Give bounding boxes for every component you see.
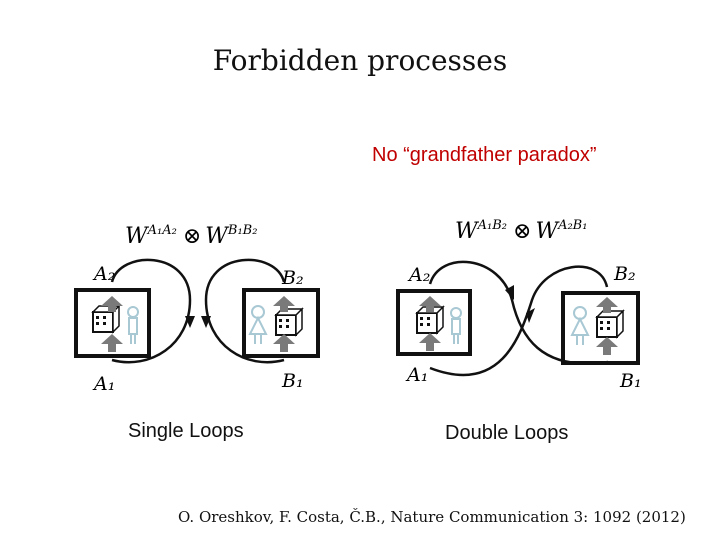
die-cube-icon (274, 307, 304, 337)
right-label-a2: A₂ (407, 264, 430, 286)
left-formula-w2-sup: B₁B₂ (227, 223, 258, 238)
right-caption: Double Loops (445, 422, 569, 444)
right-formula-tensor: ⊗ (513, 219, 531, 244)
slide-title: Forbidden processes (212, 44, 508, 77)
observer-person-icon (248, 305, 268, 344)
left-formula-w1-sup: A₁A₂ (147, 223, 177, 238)
observer-person-icon (570, 306, 590, 345)
right-formula-w2: W (535, 219, 560, 244)
arrow-up-icon (273, 334, 295, 352)
left-formula-tensor: ⊗ (183, 224, 201, 249)
die-cube-icon (91, 304, 121, 334)
right-diagram: WA₁B₂⊗WA₂B₁ A₂ A₁ B₂ B₁ (396, 218, 642, 392)
arrow-up-icon (101, 296, 123, 312)
arrow-up-icon (596, 337, 618, 355)
left-label-b1: B₁ (281, 370, 304, 392)
arrow-down-icon (505, 285, 514, 300)
left-formula-w1: W (125, 224, 150, 249)
right-formula: WA₁B₂⊗WA₂B₁ (455, 218, 587, 244)
right-formula-w2-sup: A₂B₁ (557, 218, 587, 233)
left-formula-w2: W (205, 224, 230, 249)
right-label-b1: B₁ (619, 370, 642, 392)
right-label-b2: B₂ (613, 263, 636, 285)
left-label-a1: A₁ (92, 373, 115, 395)
lab-box-icon (396, 289, 472, 356)
loop-curve-b2-to-a1 (429, 265, 609, 377)
lab-box-icon (242, 288, 320, 358)
arrow-up-icon (419, 333, 441, 351)
loop-curve-a2-to-b1 (428, 260, 609, 365)
arrow-up-icon (596, 297, 618, 313)
citation: O. Oreshkov, F. Costa, Č.B., Nature Comm… (178, 508, 686, 526)
arrow-down-icon (201, 316, 211, 328)
observer-person-icon (127, 306, 139, 344)
die-cube-icon (595, 309, 625, 339)
right-label-a1: A₁ (405, 364, 428, 386)
arrow-down-icon (526, 308, 535, 323)
left-label-b2: B₂ (281, 267, 304, 289)
left-formula: WA₁A₂⊗WB₁B₂ (125, 223, 257, 249)
left-caption: Single Loops (128, 420, 244, 442)
loop-curve-a (110, 258, 192, 364)
arrow-down-icon (185, 316, 195, 328)
observer-person-icon (450, 307, 462, 344)
loop-curve-b (204, 258, 286, 364)
die-cube-icon (415, 305, 445, 335)
right-formula-w1: W (455, 219, 480, 244)
arrow-up-icon (419, 296, 441, 312)
left-diagram: WA₁A₂⊗WB₁B₂ A₂ A₁ B₂ B₁ (74, 223, 320, 395)
right-formula-w1-sup: A₁B₂ (477, 218, 507, 233)
lab-box-icon (74, 288, 151, 358)
arrow-up-icon (101, 334, 123, 352)
slide-subtitle: No “grandfather paradox” (372, 144, 597, 166)
arrow-up-icon (273, 296, 295, 312)
left-label-a2: A₂ (92, 263, 115, 285)
